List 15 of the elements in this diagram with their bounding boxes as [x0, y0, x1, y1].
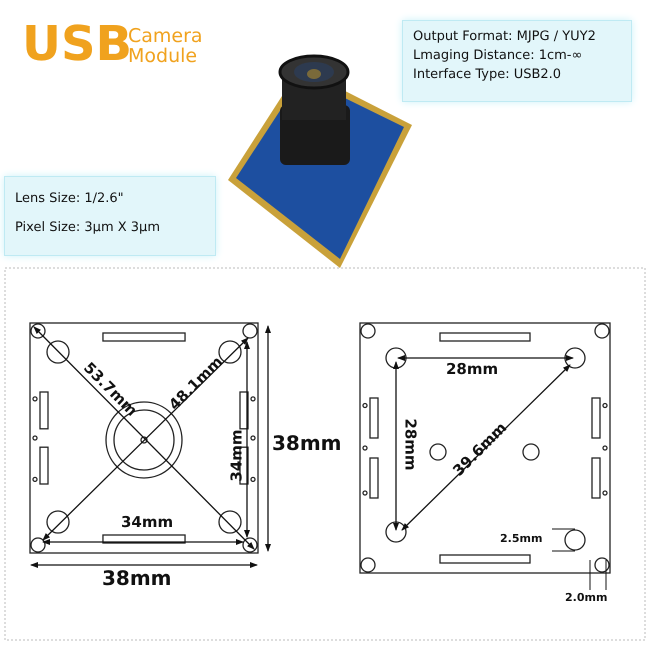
- dimension-label: 38mm: [102, 568, 172, 588]
- dimension-label: 34mm: [121, 515, 174, 530]
- dimension-label: 34mm: [230, 429, 245, 482]
- dimension-label: 2.5mm: [500, 533, 542, 544]
- spec-text: Interface Type: USB2.0: [413, 67, 562, 82]
- dimension-label: 28mm: [446, 362, 498, 377]
- spec-text: Lmaging Distance: 1cm-∞: [413, 48, 582, 63]
- dimension-label: 38mm: [272, 433, 342, 453]
- dimension-label: 28mm: [402, 418, 418, 471]
- spec-text: Pixel Size: 3μm X 3μm: [15, 220, 160, 235]
- spec-text: Output Format: MJPG / YUY2: [413, 29, 596, 44]
- spec-panel: [4, 176, 216, 256]
- spec-panel: [402, 20, 632, 102]
- dimension-label: 2.0mm: [565, 592, 608, 603]
- spec-text: Lens Size: 1/2.6": [15, 191, 124, 206]
